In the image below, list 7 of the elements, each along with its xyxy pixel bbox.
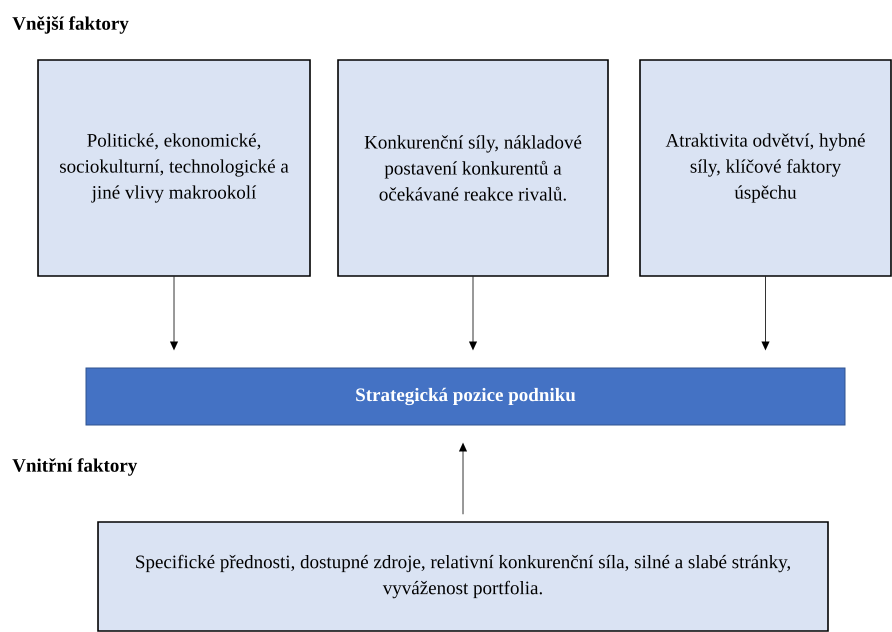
section-heading: Vnitřní faktory — [12, 458, 138, 476]
factor-box: Politické, ekonomické, sociokulturní, technologické a jiné vlivy makrookolí — [37, 59, 311, 277]
factor-box: Konkurenční síly, nákladové postavení konkurentů a očekávané reakce rivalů. — [337, 59, 609, 277]
position-bar: Strategická pozice podniku — [86, 368, 846, 426]
factor-box: Specifické přednosti, dostupné zdroje, relativní konkurenční síla, silné a slabé stránky, vyváženost portfolia. — [97, 521, 829, 632]
factor-box: Atraktivita odvětví, hybné síly, klíčové faktory úspěchu — [639, 59, 892, 277]
section-heading: Vnější faktory — [12, 16, 129, 34]
